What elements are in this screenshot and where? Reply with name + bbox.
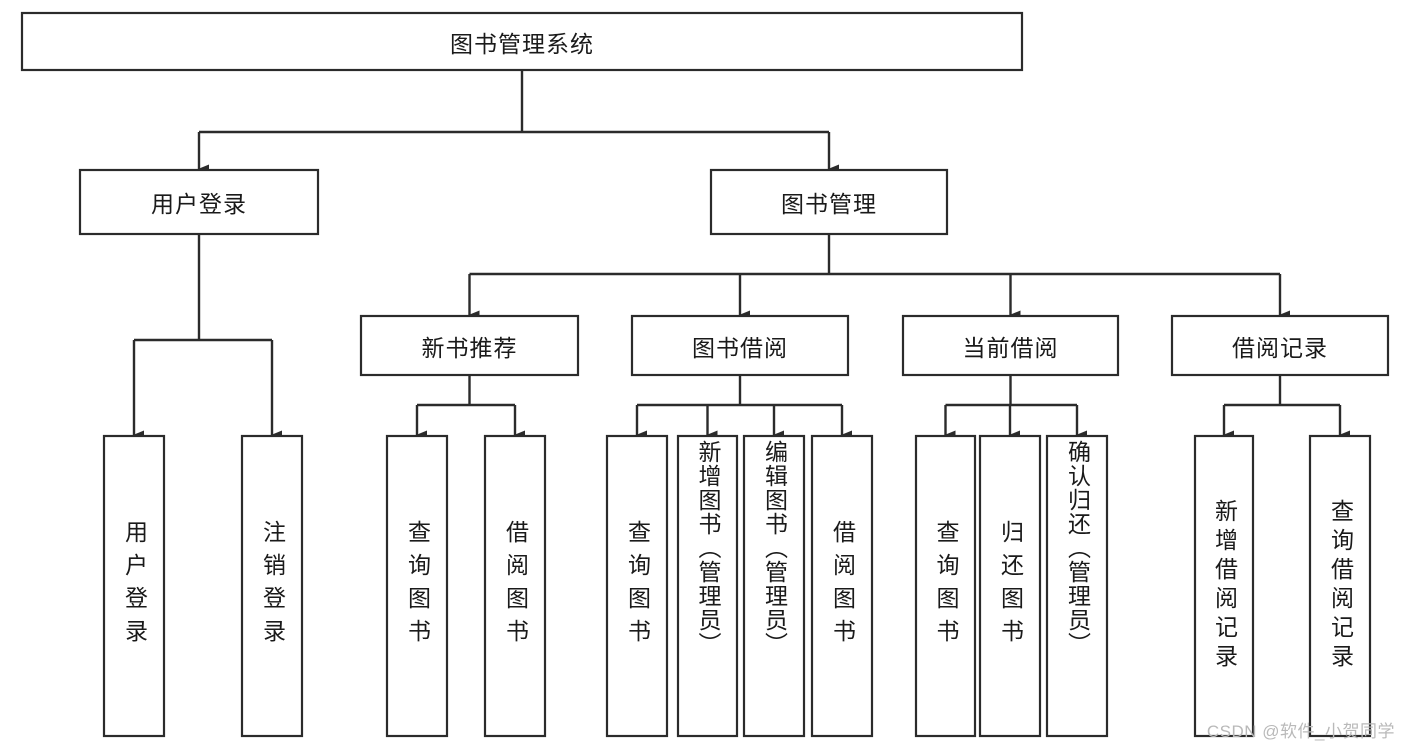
node-box-borrow-record bbox=[1170, 314, 1390, 377]
node-box-new-book-recommend bbox=[359, 314, 580, 377]
node-box-edit-book-admin bbox=[742, 434, 806, 738]
node-box-root bbox=[20, 11, 1024, 72]
node-box-user-login-do bbox=[102, 434, 166, 738]
node-boxes bbox=[20, 11, 1390, 738]
node-box-user-logout bbox=[240, 434, 304, 738]
node-box-query-borrow-record bbox=[1308, 434, 1372, 738]
watermark-text: CSDN @软件_小贺同学 bbox=[1206, 722, 1395, 741]
node-box-book-borrow bbox=[630, 314, 850, 377]
connector-edges bbox=[132, 70, 1350, 440]
node-box-borrow-book-1 bbox=[483, 434, 547, 738]
node-box-query-book-1 bbox=[385, 434, 449, 738]
node-box-add-book-admin bbox=[676, 434, 739, 738]
node-box-confirm-return-admin bbox=[1045, 434, 1109, 738]
node-box-query-book-2 bbox=[605, 434, 669, 738]
node-box-return-book bbox=[978, 434, 1042, 738]
node-box-user-login bbox=[78, 168, 320, 236]
node-box-query-book-3 bbox=[914, 434, 977, 738]
node-box-book-management bbox=[709, 168, 949, 236]
node-box-current-borrow bbox=[901, 314, 1120, 377]
node-box-add-borrow-record bbox=[1193, 434, 1255, 738]
node-box-borrow-book-2 bbox=[810, 434, 874, 738]
